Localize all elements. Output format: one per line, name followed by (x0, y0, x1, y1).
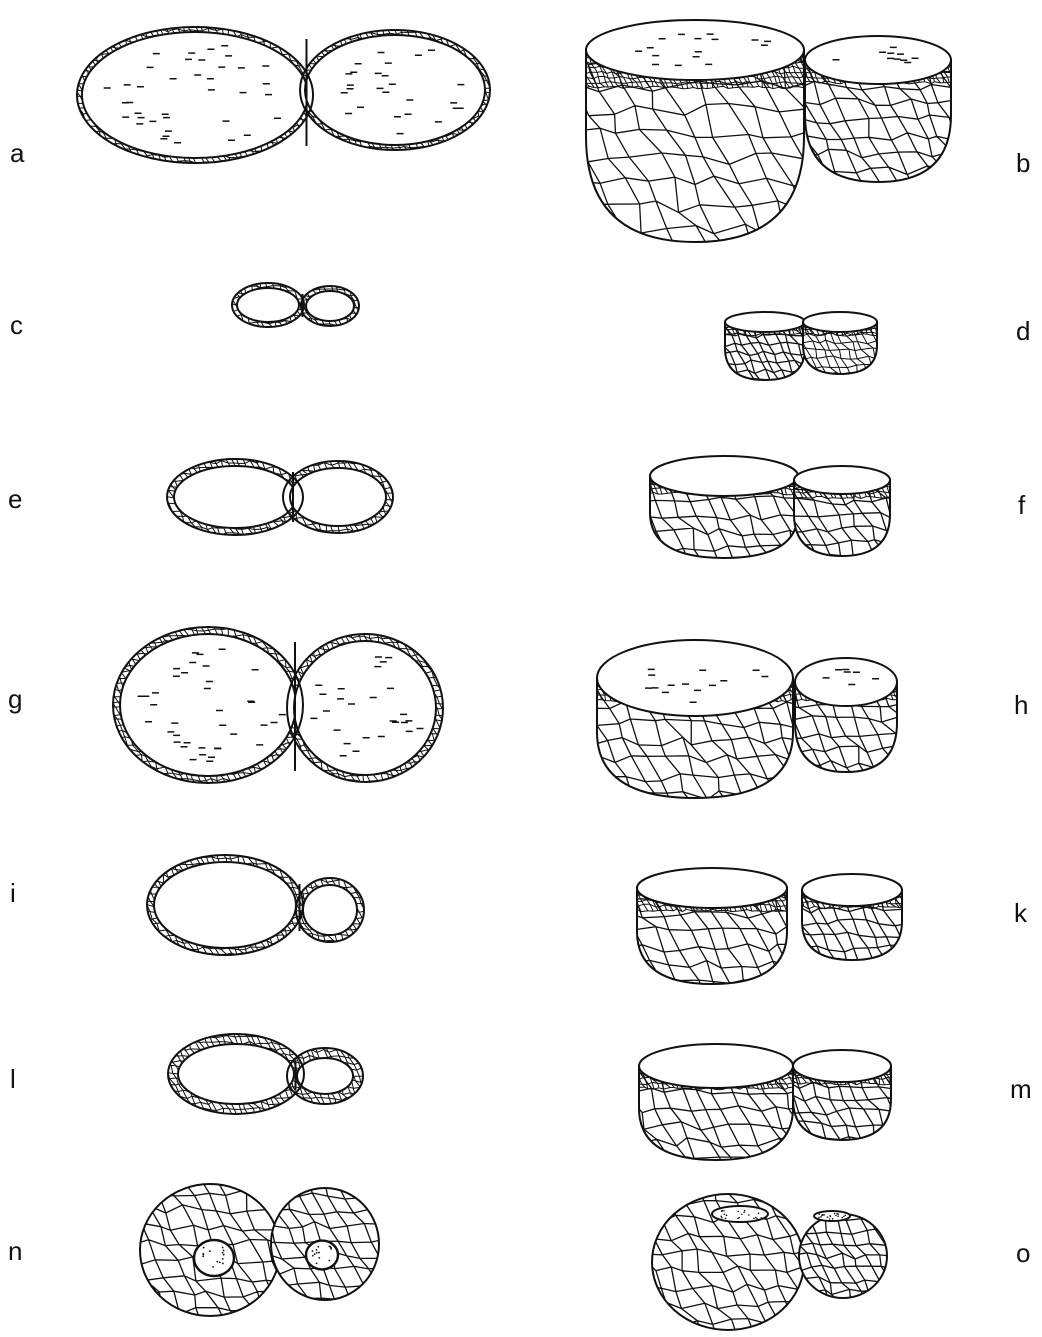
drawing-d (719, 312, 891, 391)
drawing-c (228, 279, 368, 335)
drawing-n (128, 1171, 409, 1332)
drawing-b (572, 20, 980, 258)
drawing-k (625, 868, 921, 1001)
drawing-h (584, 640, 919, 815)
drawing-m (626, 1044, 912, 1181)
drawing-g (108, 622, 450, 788)
drawing-o (639, 1181, 910, 1337)
drawing-e (163, 454, 404, 541)
drawing-f (638, 456, 908, 583)
drawing-i (143, 850, 376, 961)
drawing-l (164, 1029, 373, 1122)
drawing-a (73, 23, 500, 170)
